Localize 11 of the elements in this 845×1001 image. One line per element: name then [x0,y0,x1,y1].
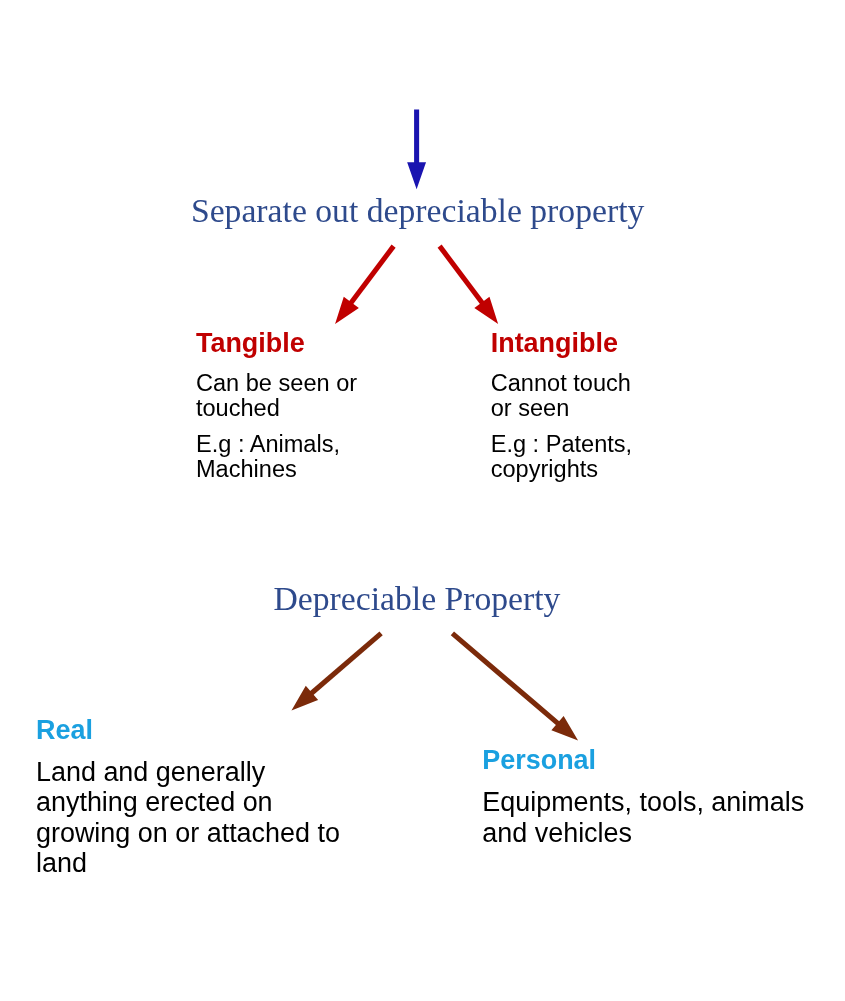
node-text: Personal Equipments, tools, animals and vehicles [482,744,805,848]
arrow [437,244,499,324]
node-text: Separate out depreciable property [190,191,645,229]
node-text: Real Land and generally anything erected on growing on or attached to land [35,714,340,878]
node-text: Tangible Can be seen or touched E.g : Animals, Machines [195,327,358,482]
arrow [450,631,579,741]
node-text: Depreciable Property [273,579,561,617]
arrow [335,244,396,324]
arrow [407,109,427,189]
node-text: Intangible Cannot touch or seen E.g : Patents, copyrights [490,327,633,482]
arrow [291,631,383,710]
